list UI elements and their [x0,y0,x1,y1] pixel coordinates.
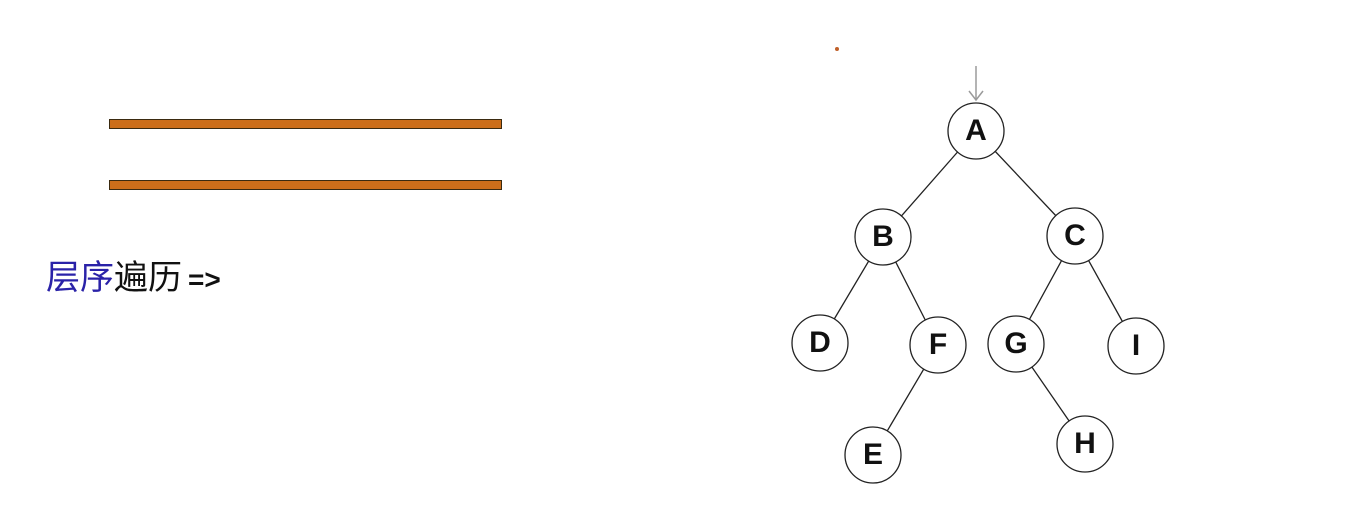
tree-node-circle [791,314,849,372]
tree-edges [819,130,1137,456]
tree-node-label: F [929,328,947,361]
tree-node-circle [854,208,912,266]
tree-node-label: I [1132,329,1140,362]
pointer-dot [835,47,839,51]
tree-node-label: C [1064,219,1086,252]
tree-node-circle [1046,207,1104,265]
tree-node-label: G [1004,327,1027,360]
bottom-orange-bar [109,180,502,190]
top-orange-bar [109,119,502,129]
heading-arrow: => [188,264,221,295]
tree-node-label: B [872,220,894,253]
tree-node-f: F [909,316,967,374]
heading-rest: 遍历 [114,258,182,298]
tree-node-circle [909,316,967,374]
tree-node-circle [947,102,1005,160]
tree-node-label: E [863,438,883,471]
tree-node-circle [987,315,1045,373]
tree-node-i: I [1107,317,1165,375]
tree-node-circle [1056,415,1114,473]
tree-node-label: D [809,326,831,359]
tree-node-circle [844,426,902,484]
tree-node-g: G [987,315,1045,373]
tree-node-d: D [791,314,849,372]
tree-node-label: A [965,114,987,147]
heading-highlight: 层序 [46,258,114,298]
tree-node-circle [1107,317,1165,375]
tree-node-label: H [1074,427,1096,460]
tree-node-e: E [844,426,902,484]
root-pointer-arrow [968,66,984,102]
tree-nodes: A B C D F G I E H [791,102,1165,484]
tree-node-c: C [1046,207,1104,265]
tree-node-a: A [947,102,1005,160]
level-order-heading: 层序遍历=> [46,254,221,304]
tree-node-b: B [854,208,912,266]
tree-node-h: H [1056,415,1114,473]
